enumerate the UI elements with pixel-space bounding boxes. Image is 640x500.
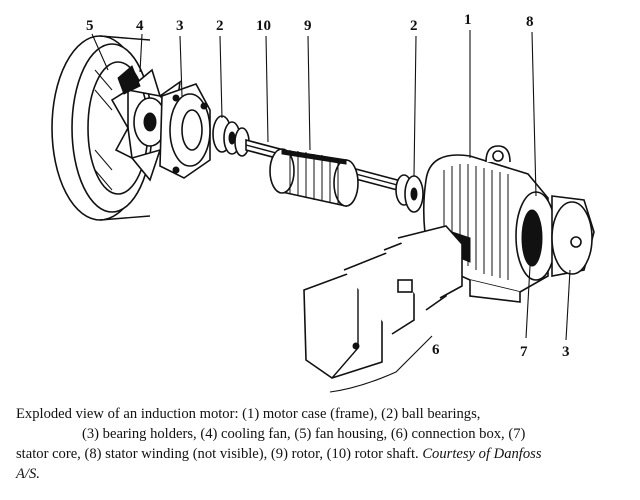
bearing-holder-left (159, 83, 211, 179)
label-10: 10 (256, 18, 271, 34)
caption-line-4: A/S. (16, 464, 628, 484)
caption-credit: Courtesy of Danfoss (422, 446, 542, 462)
caption-credit-end: A/S. (16, 466, 40, 482)
ball-bearing-right (395, 174, 424, 213)
caption-line-3: stator core, (8) stator winding (not vis… (16, 444, 628, 464)
caption-line-2: (3) bearing holders, (4) cooling fan, (5… (82, 426, 526, 442)
leader-lines (91, 30, 571, 393)
ball-bearing-left (212, 115, 250, 157)
bearing-holder-right (551, 195, 595, 277)
caption-line-1: Exploded view of an induction motor: (1)… (16, 406, 481, 422)
label-4: 4 (136, 18, 144, 34)
label-3-right: 3 (562, 344, 570, 360)
motor-illustration: 5 4 3 2 10 9 2 1 8 6 7 3 (51, 12, 595, 393)
label-8: 8 (526, 14, 534, 30)
label-7: 7 (520, 344, 528, 360)
label-1: 1 (464, 12, 472, 28)
label-6: 6 (432, 342, 440, 358)
figure-caption: Exploded view of an induction motor: (1)… (16, 404, 628, 484)
connection-box (303, 225, 463, 379)
label-9: 9 (304, 18, 312, 34)
exploded-motor-diagram: 5 4 3 2 10 9 2 1 8 6 7 3 (51, 12, 595, 393)
caption-line-3-text: stator core, (8) stator winding (not vis… (16, 446, 419, 462)
label-5: 5 (86, 18, 94, 34)
stator-core (515, 191, 557, 281)
rotor (269, 148, 359, 207)
label-2-right: 2 (410, 18, 418, 34)
label-2: 2 (216, 18, 224, 34)
label-3: 3 (176, 18, 184, 34)
